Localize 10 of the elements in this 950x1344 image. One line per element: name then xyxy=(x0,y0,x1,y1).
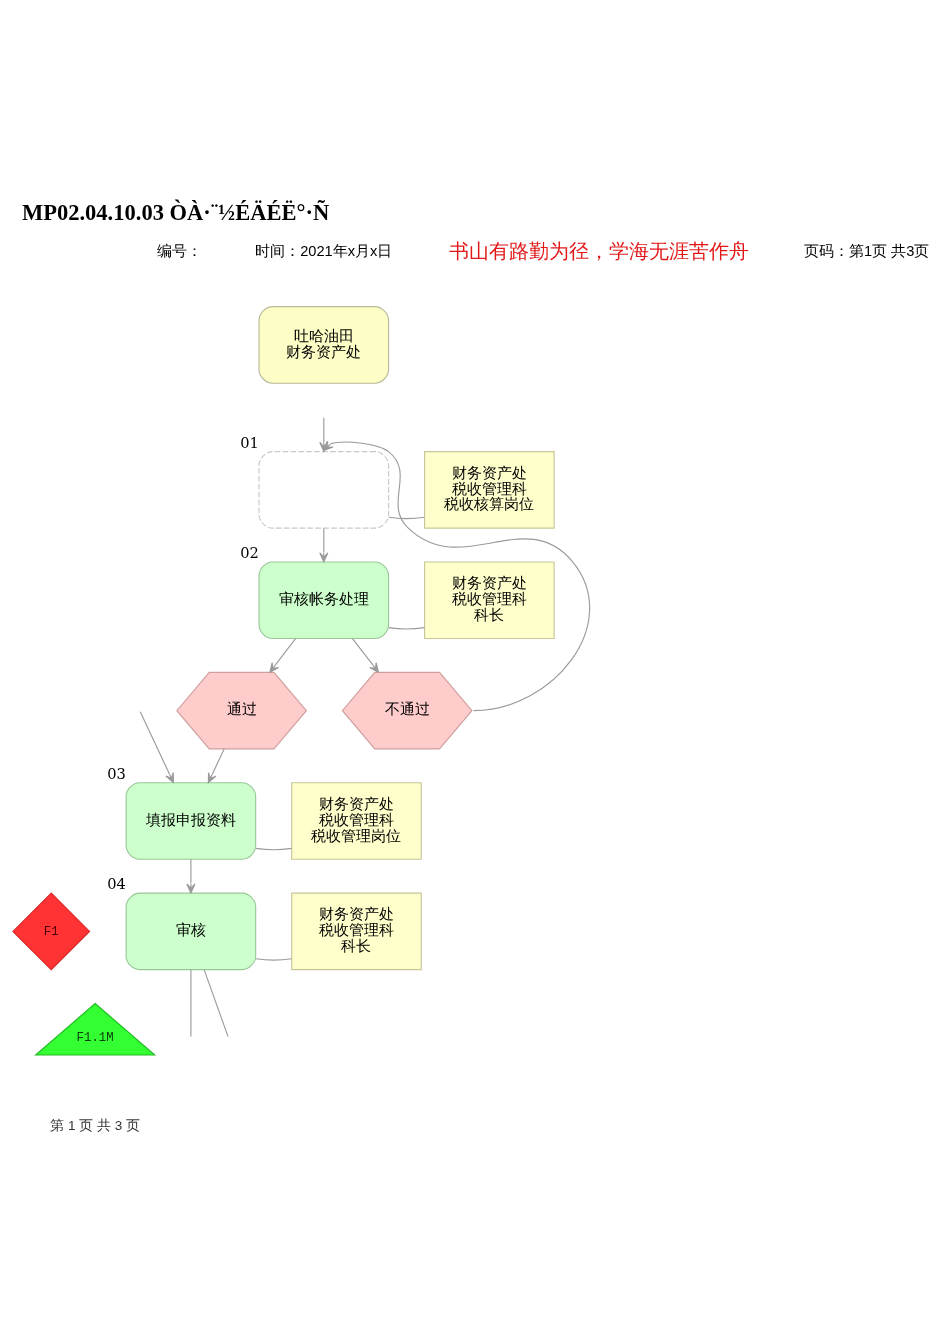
label: 编号： xyxy=(157,242,203,259)
node-label: 03 xyxy=(107,764,126,782)
label: 页码：第1页 共3页 xyxy=(803,242,930,259)
node-label: 04 xyxy=(107,874,126,892)
label: 第 1 页 共 3 页 xyxy=(50,1117,141,1133)
label: 时间：2021年x月x日 xyxy=(255,242,393,259)
label: 书山有路勤为径，学海无涯苦作舟 xyxy=(448,238,749,263)
diagram-title: MP02.04.10.03 ÒÀ·¨½ÉÄÉË°·Ñ xyxy=(21,199,330,225)
node-label: 02 xyxy=(240,543,259,561)
node-label: 01 xyxy=(240,433,259,451)
